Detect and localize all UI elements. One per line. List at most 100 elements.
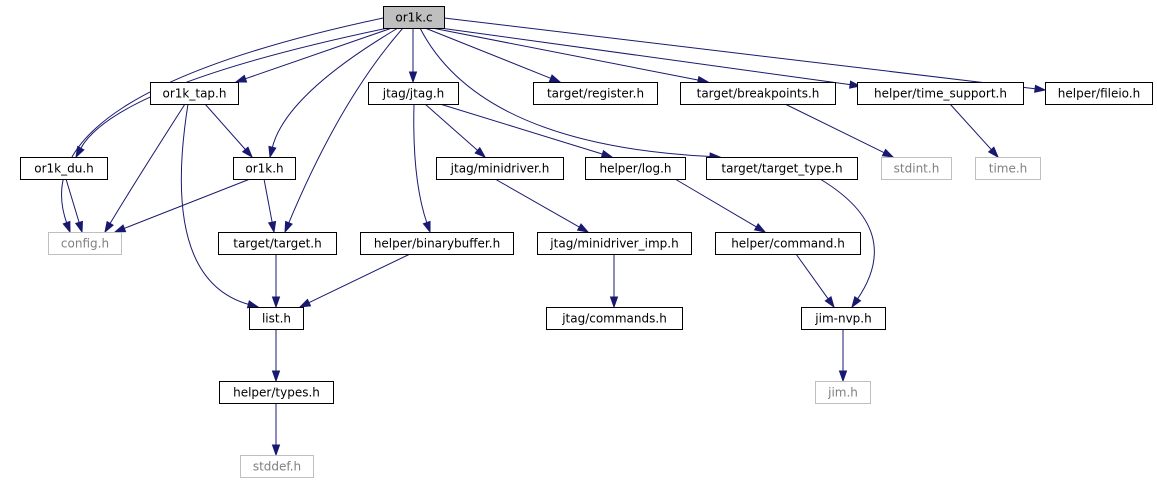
edge-helper_types_h-to-stddef_h [271,403,281,457]
node-box [1045,82,1153,105]
node-box [219,381,334,404]
node-or1k-h[interactable]: or1k.h [233,157,296,180]
node-box [801,307,886,330]
node-label: jim.h [827,386,858,400]
node-label: target/target.h [233,237,321,251]
node-box [715,232,861,255]
edge-layer [61,17,1047,457]
node-label: helper/types.h [233,386,320,400]
node-box [360,232,514,255]
node-list-h[interactable]: list.h [249,307,304,330]
edge-or1k_tap_h-to-list_h [180,103,260,309]
node-label: target/target_type.h [721,162,842,176]
edge-or1k_h-to-config_h [113,178,251,233]
node-jim-h: jim.h [815,381,871,404]
node-or1k-du-h[interactable]: or1k_du.h [20,157,108,180]
edge-jtag_jtag_h-to-jtag_minidriver_h [424,103,487,159]
node-label: config.h [61,237,109,251]
node-box [585,157,686,180]
node-jtag-jtag-h[interactable]: jtag/jtag.h [368,82,459,105]
node-box [368,82,459,105]
edge-or1k_c-to-jtag_jtag_h [408,28,418,84]
node-label: helper/time_support.h [874,87,1007,101]
edge-or1k_h-to-target_target_h [263,178,277,234]
edge-helper_time_support_h-to-time_h [949,103,1000,159]
node-box [815,381,871,404]
node-helper-log-h[interactable]: helper/log.h [585,157,686,180]
node-box [20,157,108,180]
node-label: or1k_tap.h [163,87,227,101]
edge-helper_binarybuffer_h-to-list_h [298,253,411,308]
node-helper-command-h[interactable]: helper/command.h [715,232,861,255]
node-box [218,232,337,255]
node-helper-types-h[interactable]: helper/types.h [219,381,334,404]
node-time-h: time.h [975,157,1041,180]
edge-jtag_minidriver_imp_h-to-jtag_commands_h [609,254,619,309]
node-box [436,157,564,180]
node-box [240,455,314,478]
node-target-target-h[interactable]: target/target.h [218,232,337,255]
node-label: stdint.h [894,162,940,176]
node-box [48,232,122,255]
edge-or1k_tap_h-to-or1k_h [204,103,254,159]
node-box [150,82,239,105]
node-box [533,82,658,105]
edge-target_target_type_h-to-jim_nvp_h [819,178,875,309]
node-label: jim-nvp.h [814,312,871,326]
node-jtag-minidriver-h[interactable]: jtag/minidriver.h [436,157,564,180]
node-target-breakpoints-h[interactable]: target/breakpoints.h [680,82,836,105]
node-box [233,157,296,180]
node-or1k-tap-h[interactable]: or1k_tap.h [150,82,239,105]
edge-jtag_jtag_h-to-helper_log_h [439,103,614,158]
node-label: helper/command.h [731,237,845,251]
node-label: or1k.h [245,162,283,176]
node-stddef-h: stddef.h [240,455,314,478]
edge-or1k_c-to-or1k_tap_h [234,27,393,83]
edge-helper_log_h-to-helper_command_h [674,178,767,233]
node-label: stddef.h [253,460,301,474]
edge-jtag_minidriver_h-to-jtag_minidriver_imp_h [494,178,590,233]
edge-or1k_c-to-target_register_h [424,27,562,83]
node-box [975,157,1041,180]
node-box [546,307,683,330]
node-box [680,82,836,105]
node-box [881,157,952,180]
edge-target_breakpoints_h-to-stdint_h [784,103,895,158]
edge-or1k_c-to-or1k_h [268,27,399,159]
edge-or1k_du_h-to-config_h [65,178,83,234]
node-label: time.h [989,162,1028,176]
edge-or1k_tap_h-to-config_h [104,103,186,234]
node-label: helper/fileio.h [1058,87,1140,101]
edge-or1k_c-to-helper_time_support_h [439,27,862,89]
node-label: or1k.c [395,11,432,25]
node-label: jtag/commands.h [561,312,667,326]
node-layer: or1k.c or1k_tap.h jtag/jtag.h target/regist… [20,6,1153,478]
node-box [249,307,304,330]
node-or1k-c[interactable]: or1k.c [383,6,445,29]
edge-helper_command_h-to-jim_nvp_h [795,253,835,309]
node-jtag-commands-h[interactable]: jtag/commands.h [546,307,683,330]
edge-list_h-to-helper_types_h [271,329,281,383]
edge-or1k_c-to-helper_fileio_h [443,17,1047,93]
node-box [706,157,858,180]
node-label: or1k_du.h [34,162,94,176]
node-helper-fileio-h[interactable]: helper/fileio.h [1045,82,1153,105]
node-label: helper/binarybuffer.h [374,237,500,251]
edge-or1k_c-to-target_breakpoints_h [431,27,710,85]
edge-jim_nvp_h-to-jim_h [838,329,848,383]
node-label: jtag/minidriver.h [450,162,550,176]
node-jtag-minidriver-imp-h[interactable]: jtag/minidriver_imp.h [537,232,692,255]
node-config-h: config.h [48,232,122,255]
node-label: list.h [262,312,291,326]
node-label: jtag/minidriver_imp.h [549,237,678,251]
edge-or1k_c-to-target_target_h [284,27,404,234]
node-label: target/register.h [547,87,644,101]
node-target-register-h[interactable]: target/register.h [533,82,658,105]
node-target-target-type-h[interactable]: target/target_type.h [706,157,858,180]
node-jim-nvp-h[interactable]: jim-nvp.h [801,307,886,330]
node-helper-binarybuffer-h[interactable]: helper/binarybuffer.h [360,232,514,255]
node-box [383,6,445,29]
node-helper-time-support-h[interactable]: helper/time_support.h [857,82,1024,105]
edge-target_target_h-to-list_h [271,254,281,309]
